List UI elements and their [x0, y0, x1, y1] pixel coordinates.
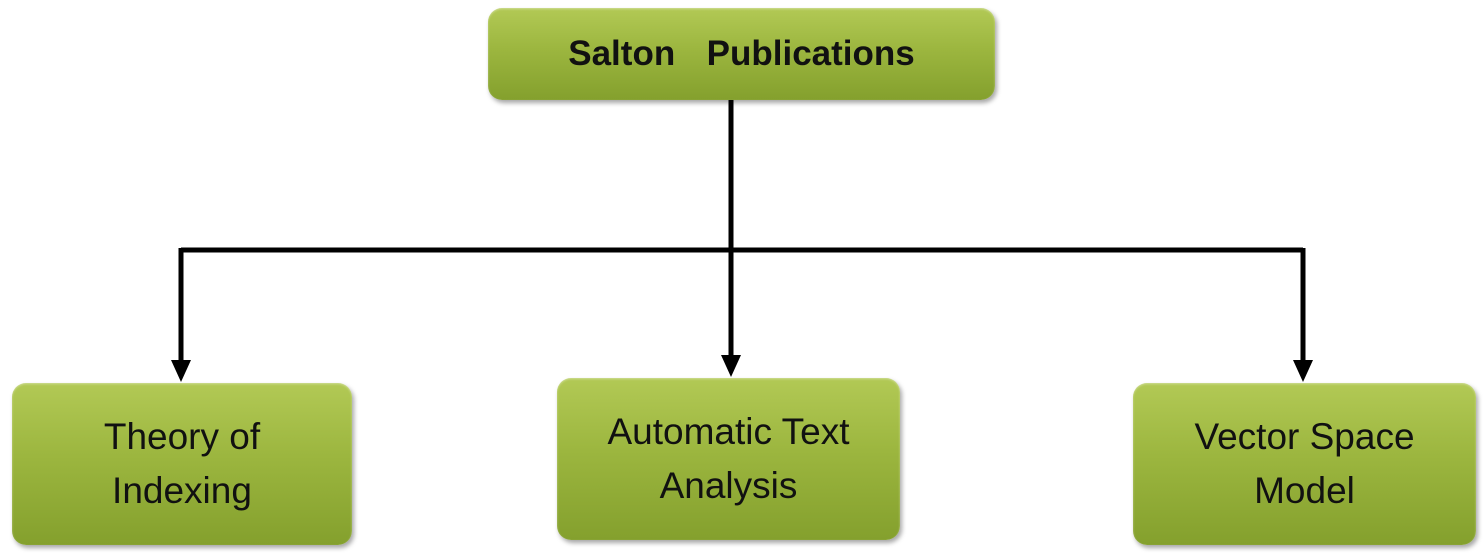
arrowhead-icon — [1293, 360, 1313, 382]
root-node-label: Salton Publications — [568, 34, 915, 73]
root-node-salton-publications: Salton Publications — [488, 8, 995, 100]
node-label-line2: Analysis — [659, 465, 798, 506]
node-label-line1: Theory of — [103, 416, 261, 457]
arrowhead-icon — [721, 355, 741, 377]
arrowhead-icon — [171, 360, 191, 382]
node-theory-of-indexing: Theory of Indexing — [12, 383, 352, 545]
node-label-line2: Model — [1254, 470, 1355, 511]
node-label-line1: Automatic Text — [607, 411, 850, 452]
node-label-line2: Indexing — [112, 470, 252, 511]
node-label-line1: Vector Space — [1194, 416, 1415, 457]
